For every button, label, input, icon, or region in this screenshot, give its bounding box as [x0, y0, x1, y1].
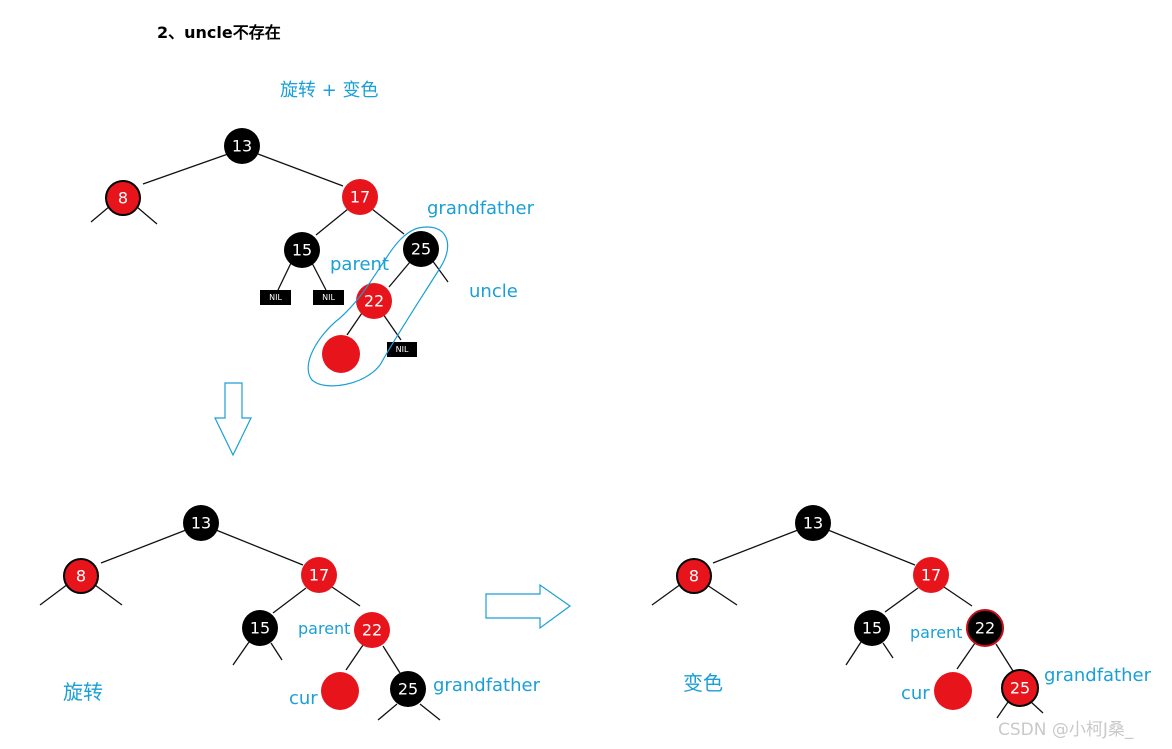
node-15-label: 15 — [250, 619, 270, 638]
node-17-label: 17 — [309, 566, 329, 585]
node-15 — [284, 232, 320, 268]
node-13-label: 13 — [191, 514, 211, 533]
nil-leaf — [313, 290, 344, 305]
tree-recolored: 13 8 17 15 22 25 parent cur grandfather — [651, 505, 1152, 719]
node-13 — [795, 505, 831, 541]
cur-label: cur — [289, 688, 318, 709]
node-13 — [224, 128, 260, 164]
node-15-label: 15 — [862, 619, 882, 638]
node-22-label: 22 — [364, 292, 384, 311]
node-8-label: 8 — [118, 189, 128, 208]
node-17 — [301, 557, 337, 593]
tree-rotated: 13 8 17 15 22 25 parent cur grandfather — [39, 505, 541, 721]
recolor-caption: 变色 — [683, 671, 723, 695]
node-cur — [934, 672, 972, 710]
node-17 — [342, 179, 378, 215]
node-22-label: 22 — [975, 619, 995, 638]
nil-label: NIL — [269, 293, 282, 302]
node-8 — [676, 558, 712, 594]
node-13-label: 13 — [232, 137, 252, 156]
parent-label: parent — [330, 254, 389, 275]
cur-label: cur — [901, 683, 930, 704]
node-15-label: 15 — [292, 241, 312, 260]
parent-label: parent — [298, 619, 350, 638]
uncle-label: uncle — [469, 281, 518, 302]
parent-label: parent — [910, 623, 962, 642]
grandfather-label: grandfather — [1044, 665, 1152, 686]
node-25 — [390, 671, 426, 707]
nil-leaf — [260, 290, 291, 305]
node-15 — [242, 610, 278, 646]
node-17-label: 17 — [350, 188, 370, 207]
nil-label: NIL — [396, 345, 409, 354]
node-25-label: 25 — [411, 240, 431, 259]
node-8-label: 8 — [689, 567, 699, 586]
node-cur — [321, 672, 359, 710]
node-22 — [356, 283, 392, 319]
nil-label: NIL — [322, 293, 335, 302]
node-8 — [63, 558, 99, 594]
right-arrow-icon — [485, 583, 572, 630]
node-15 — [854, 610, 890, 646]
tree-before: NIL NIL NIL 13 8 17 15 25 22 grandfather… — [90, 128, 535, 387]
node-13-label: 13 — [803, 514, 823, 533]
node-25-label: 25 — [398, 680, 418, 699]
node-13 — [183, 505, 219, 541]
highlight-loop — [307, 226, 449, 387]
node-17-label: 17 — [921, 566, 941, 585]
node-25 — [403, 231, 439, 267]
node-25-label: 25 — [1010, 679, 1030, 698]
watermark: CSDN @小柯J桑_ — [998, 720, 1134, 740]
node-8-label: 8 — [76, 567, 86, 586]
node-22-label: 22 — [362, 621, 382, 640]
top-caption: 旋转 + 变色 — [280, 80, 379, 101]
node-cur — [322, 335, 360, 373]
node-8 — [105, 180, 141, 216]
node-22 — [354, 612, 390, 648]
grandfather-label: grandfather — [433, 675, 541, 696]
node-22 — [966, 609, 1004, 647]
section-heading: 2、uncle不存在 — [157, 23, 281, 42]
nil-leaf — [387, 342, 417, 357]
node-17 — [913, 557, 949, 593]
node-25 — [1001, 669, 1039, 707]
down-arrow-icon — [214, 382, 252, 457]
grandfather-label: grandfather — [427, 198, 535, 219]
rotate-caption: 旋转 — [63, 680, 103, 704]
